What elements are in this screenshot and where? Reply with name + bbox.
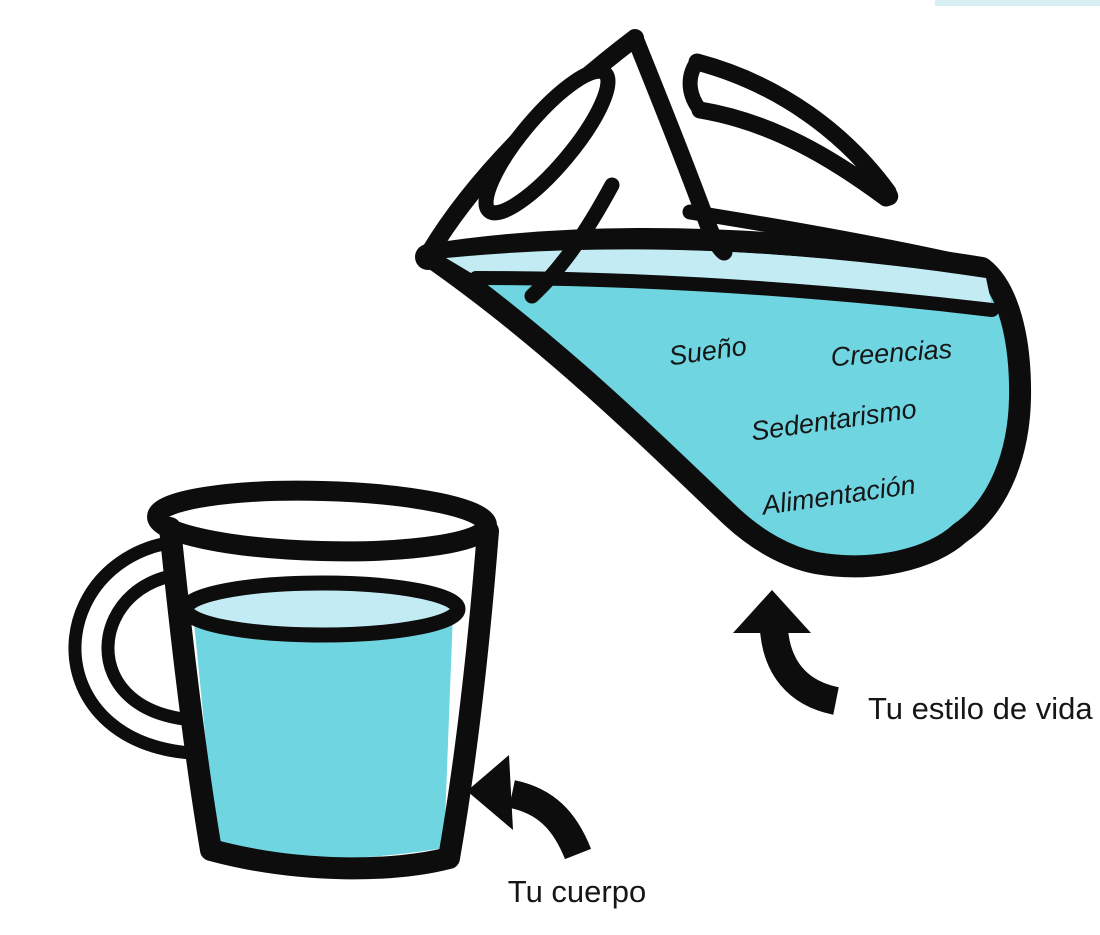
pitcher-caption: Tu estilo de vida <box>868 691 1093 726</box>
lifestyle-arrow-head <box>733 590 811 633</box>
pitcher-spout-edge-right <box>626 29 733 261</box>
pitcher-handle-outer-edge <box>688 53 897 201</box>
mug-water-surface <box>178 575 466 643</box>
pitcher-spout-tip <box>415 244 441 270</box>
mug-caption: Tu cuerpo <box>508 874 646 909</box>
lifestyle-arrow-icon <box>733 590 840 715</box>
body-arrow-tail <box>508 780 592 860</box>
pitcher-handle <box>682 53 898 207</box>
pitcher-opening <box>478 63 616 221</box>
pitcher-illustration: Sueño Creencias Sedentarismo Alimentació… <box>415 29 1032 578</box>
mug-rim <box>147 480 497 562</box>
mug-handle <box>68 533 237 761</box>
pitcher-handle-left-cap <box>682 54 708 118</box>
body-arrow-icon <box>467 755 592 860</box>
mug-body-outline <box>159 517 499 880</box>
mug-handle-gap <box>81 546 224 748</box>
pitcher-body <box>417 227 1032 578</box>
body-arrow-head <box>467 755 513 830</box>
pitcher-back-rim-line <box>682 204 986 274</box>
accent-bar <box>935 0 1100 6</box>
lifestyle-arrow-tail <box>760 628 840 715</box>
pitcher-handle-inner-edge <box>691 101 895 207</box>
mug-illustration <box>68 480 499 880</box>
mug-water <box>193 601 453 859</box>
pitcher-spout-line <box>524 177 620 304</box>
pitcher-handle-right-cap <box>878 184 898 206</box>
